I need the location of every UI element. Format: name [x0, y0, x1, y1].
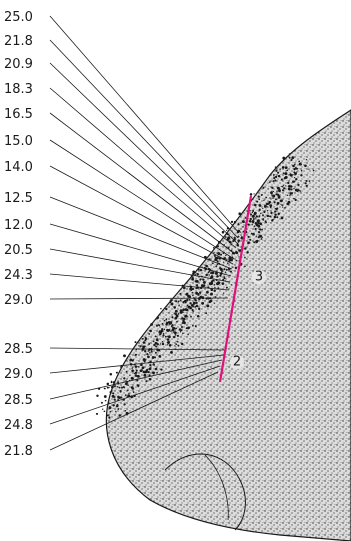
label-2: 21.8: [4, 34, 33, 49]
leader-line: [49, 196, 233, 270]
leader-line: [49, 248, 231, 283]
surface-stipple-band: [95, 153, 315, 419]
leader-line: [49, 39, 239, 239]
leader-line: [49, 359, 223, 400]
marker-2-label: 2: [233, 355, 241, 370]
label-16: 24.8: [4, 418, 33, 433]
label-17: 21.8: [4, 444, 33, 459]
alar-crease-contour: [204, 454, 229, 521]
leader-line: [49, 139, 235, 260]
label-5: 16.5: [4, 107, 33, 122]
label-13: 28.5: [4, 342, 33, 357]
leader-line: [49, 223, 232, 277]
marker-3: 3: [252, 270, 266, 285]
leader-line: [49, 371, 219, 451]
label-11: 24.3: [4, 268, 33, 283]
label-4: 18.3: [4, 82, 33, 97]
leader-lines: [49, 15, 240, 451]
marker-3-label: 3: [255, 270, 263, 285]
label-8: 12.5: [4, 191, 33, 206]
leader-line: [49, 273, 230, 291]
leader-line: [49, 297, 229, 300]
label-3: 20.9: [4, 57, 33, 72]
label-7: 14.0: [4, 160, 33, 175]
leader-line: [49, 87, 237, 249]
leader-line: [49, 15, 240, 234]
leader-line: [49, 354, 225, 374]
nostril-contour: [164, 453, 246, 531]
marker-2: 2: [230, 355, 244, 370]
measurement-labels: 25.0 21.8 20.9 18.3 16.5 15.0 14.0 12.5 …: [4, 10, 33, 459]
label-9: 12.0: [4, 218, 33, 233]
label-1: 25.0: [4, 10, 33, 25]
leader-line: [49, 62, 238, 244]
label-12: 29.0: [4, 293, 33, 308]
label-6: 15.0: [4, 134, 33, 149]
label-15: 28.5: [4, 393, 33, 408]
leader-line: [49, 165, 234, 265]
label-10: 20.5: [4, 243, 33, 258]
leader-line: [49, 365, 221, 425]
guide-line: [218, 195, 253, 383]
leader-line: [49, 347, 226, 351]
label-14: 29.0: [4, 367, 33, 382]
leader-line: [49, 112, 236, 255]
